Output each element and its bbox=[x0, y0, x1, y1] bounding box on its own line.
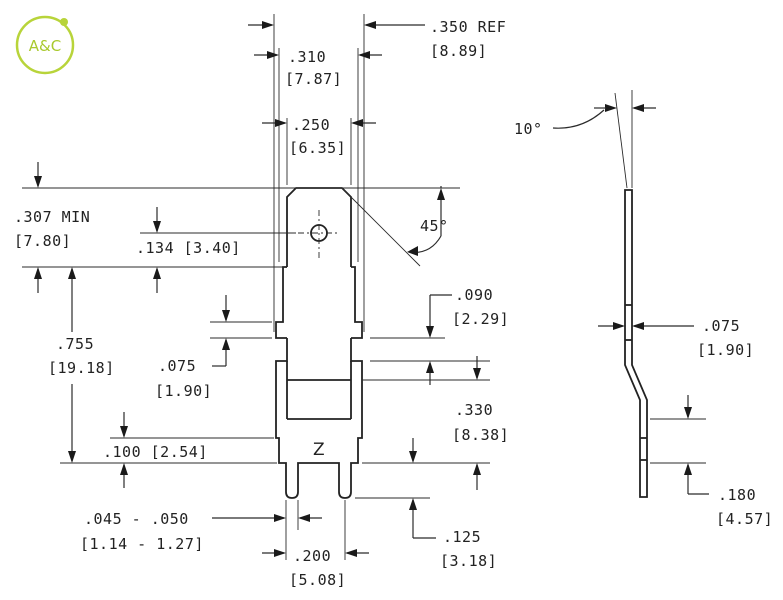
dim-090-mm: [2.29] bbox=[452, 310, 509, 328]
dim-075b-in: .075 bbox=[702, 317, 740, 335]
logo-text: A&C bbox=[29, 37, 61, 55]
dim-134: .134 [3.40] bbox=[136, 239, 241, 257]
angle-10: 10° bbox=[514, 120, 543, 138]
dim-350-in: .350 REF bbox=[430, 18, 506, 36]
angle-45: 45° bbox=[420, 217, 449, 235]
dim-100: .100 [2.54] bbox=[103, 443, 208, 461]
company-logo: A&C bbox=[15, 15, 75, 75]
side-view-part-outline bbox=[624, 189, 648, 498]
dim-180-in: .180 bbox=[718, 486, 756, 504]
dim-310-in: .310 bbox=[288, 48, 326, 66]
dim-045-in: .045 - .050 bbox=[84, 510, 189, 528]
dimension-labels: .350 REF [8.89] .310 [7.87] .250 [6.35] … bbox=[14, 18, 773, 589]
part-mark: Z bbox=[313, 440, 325, 460]
hole-centerlines bbox=[298, 210, 340, 258]
dim-125-in: .125 bbox=[443, 528, 481, 546]
dim-075b-mm: [1.90] bbox=[697, 341, 754, 359]
dim-200-in: .200 bbox=[293, 547, 331, 565]
dim-075a-mm: [1.90] bbox=[155, 382, 212, 400]
dim-125-mm: [3.18] bbox=[440, 552, 497, 570]
dim-200-mm: [5.08] bbox=[289, 571, 346, 589]
dim-330-in: .330 bbox=[455, 401, 493, 419]
dim-310-mm: [7.87] bbox=[285, 70, 342, 88]
dim-250-mm: [6.35] bbox=[289, 139, 346, 157]
side-view-dimensions bbox=[552, 90, 709, 495]
dim-250-in: .250 bbox=[292, 116, 330, 134]
dim-075a-in: .075 bbox=[158, 357, 196, 375]
dim-755-in: .755 bbox=[56, 335, 94, 353]
dim-350-mm: [8.89] bbox=[430, 42, 487, 60]
dim-307-in: .307 MIN bbox=[14, 208, 90, 226]
dimension-leaders bbox=[34, 21, 481, 557]
dim-755-mm: [19.18] bbox=[48, 359, 115, 377]
dim-180-mm: [4.57] bbox=[716, 510, 773, 528]
dim-090-in: .090 bbox=[455, 286, 493, 304]
front-extension-lines bbox=[22, 14, 490, 560]
dim-045-mm: [1.14 - 1.27] bbox=[80, 535, 204, 553]
dim-307-mm: [7.80] bbox=[14, 232, 71, 250]
dim-330-mm: [8.38] bbox=[452, 426, 509, 444]
